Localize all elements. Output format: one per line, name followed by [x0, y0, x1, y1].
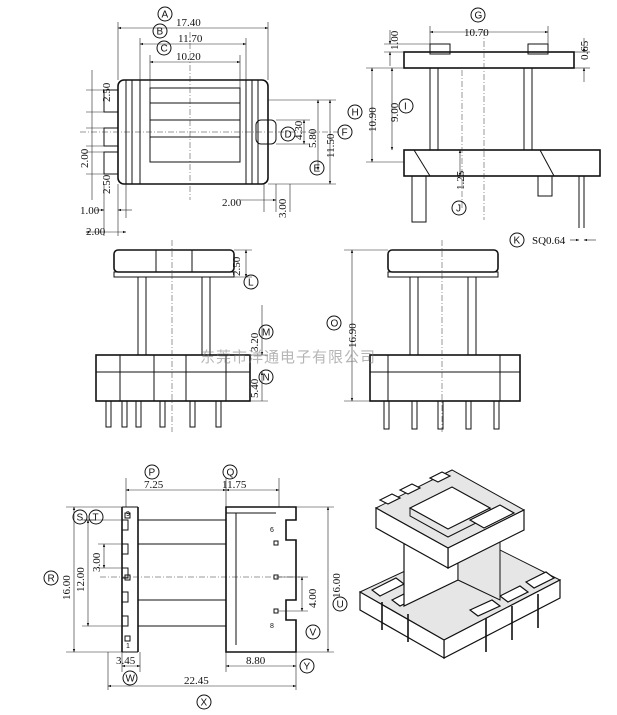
marker-n: N	[258, 369, 274, 385]
dim-0-65: 0.65	[579, 40, 591, 60]
svg-text:B: B	[157, 27, 164, 38]
marker-j: J	[451, 200, 467, 216]
dim-sq0-64: SQ0.64	[532, 235, 566, 247]
marker-g: G	[470, 7, 486, 23]
marker-i: I	[398, 98, 414, 114]
dim-2-50-upper: 2.50	[101, 82, 113, 102]
dim-12-00: 12.00	[75, 567, 87, 592]
svg-text:A: A	[162, 10, 169, 21]
svg-text:D: D	[285, 130, 292, 141]
svg-text:I: I	[404, 102, 407, 113]
dim-3-00: 3.00	[277, 198, 289, 218]
dim-8-80: 8.80	[246, 655, 266, 667]
dim-1-25: 1.25	[455, 170, 467, 190]
front-view	[95, 240, 268, 432]
dim-4-30: 4.30	[293, 120, 305, 140]
marker-v: V	[305, 624, 321, 640]
dim-5-40: 5.40	[249, 378, 261, 398]
svg-text:T: T	[93, 513, 99, 524]
svg-text:R: R	[48, 574, 55, 585]
svg-text:L: L	[248, 278, 254, 289]
marker-e: E	[309, 160, 325, 176]
dim-1-00-side: 1.00	[389, 30, 401, 50]
marker-p: P	[144, 464, 160, 480]
svg-text:U: U	[337, 600, 344, 611]
marker-c: C	[156, 40, 172, 56]
dim-4-00: 4.00	[307, 588, 319, 608]
svg-text:X: X	[201, 698, 208, 709]
dim-5-80: 5.80	[307, 128, 319, 148]
svg-text:M: M	[262, 328, 270, 339]
bottom-left-pin-grooves	[122, 519, 129, 627]
dim-22-45: 22.45	[184, 675, 209, 687]
pin-label-6: 6	[270, 527, 274, 534]
marker-m: M	[258, 324, 274, 340]
dim-7-25: 7.25	[144, 479, 164, 491]
marker-s: S	[72, 509, 88, 525]
svg-text:N: N	[263, 373, 270, 384]
svg-text:V: V	[310, 628, 317, 639]
marker-t: T	[88, 509, 104, 525]
watermark: 东莞市洋通电子有限公司	[200, 348, 376, 366]
dim-3-20: 3.20	[249, 332, 261, 352]
marker-o: O	[326, 315, 342, 331]
marker-h: H	[347, 104, 363, 120]
pin-label-8: 8	[270, 623, 274, 630]
marker-b: B	[152, 23, 168, 39]
svg-text:F: F	[342, 128, 348, 139]
dim-9-00: 9.00	[389, 102, 401, 122]
side-view-2	[344, 240, 521, 432]
dim-2-50-flange: 2.50	[231, 256, 243, 276]
dim-2-50-lower: 2.50	[101, 174, 113, 194]
side-view	[366, 26, 601, 242]
dim-10-70: 10.70	[464, 27, 489, 39]
dim-11-70: 11.70	[178, 33, 203, 45]
dim-1-00-step: 1.00	[80, 205, 100, 217]
dim-2-00-bottom: 2.00	[222, 197, 242, 209]
marker-l: L	[243, 274, 259, 290]
reference-markers: A B C D E F G H I J K L M N O P Q R S T …	[43, 6, 525, 710]
dim-11-75: 11.75	[222, 479, 247, 491]
marker-u: U	[332, 596, 348, 612]
svg-text:W: W	[126, 674, 136, 685]
isometric-view	[358, 469, 562, 660]
pin-label-9: 9	[126, 511, 130, 518]
bottom-view	[66, 478, 334, 690]
svg-text:K: K	[514, 236, 521, 247]
pin-label-1: 1	[126, 643, 130, 650]
marker-y: Y	[299, 658, 315, 674]
marker-w: W	[122, 670, 138, 686]
svg-text:O: O	[331, 319, 339, 330]
dim-11-50: 11.50	[325, 133, 337, 158]
dim-10-20: 10.20	[176, 51, 201, 63]
marker-r: R	[43, 570, 59, 586]
dim-16-00-left: 16.00	[61, 575, 73, 600]
svg-text:Q: Q	[227, 468, 235, 479]
svg-text:H: H	[352, 108, 359, 119]
dim-3-45: 3.45	[116, 655, 136, 667]
svg-text:G: G	[475, 11, 483, 22]
svg-text:C: C	[161, 44, 168, 55]
marker-a: A	[157, 6, 173, 22]
marker-k: K	[509, 232, 525, 248]
svg-text:P: P	[149, 468, 156, 479]
marker-d: D	[280, 126, 296, 142]
dim-2-00-offset: 2.00	[86, 226, 106, 238]
svg-text:Y: Y	[304, 662, 311, 673]
svg-text:E: E	[314, 164, 321, 175]
dim-16-00-right: 16.00	[331, 573, 343, 598]
dim-2-00-gap: 2.00	[79, 148, 91, 168]
marker-q: Q	[222, 464, 238, 480]
dim-10-90: 10.90	[367, 107, 379, 132]
dim-17-40: 17.40	[176, 17, 201, 29]
dim-16-90: 16.90	[347, 323, 359, 348]
marker-x: X	[196, 694, 212, 710]
svg-text:S: S	[77, 513, 84, 524]
dim-3-00-bottom: 3.00	[91, 552, 103, 572]
marker-f: F	[337, 124, 353, 140]
svg-text:J: J	[456, 204, 461, 215]
